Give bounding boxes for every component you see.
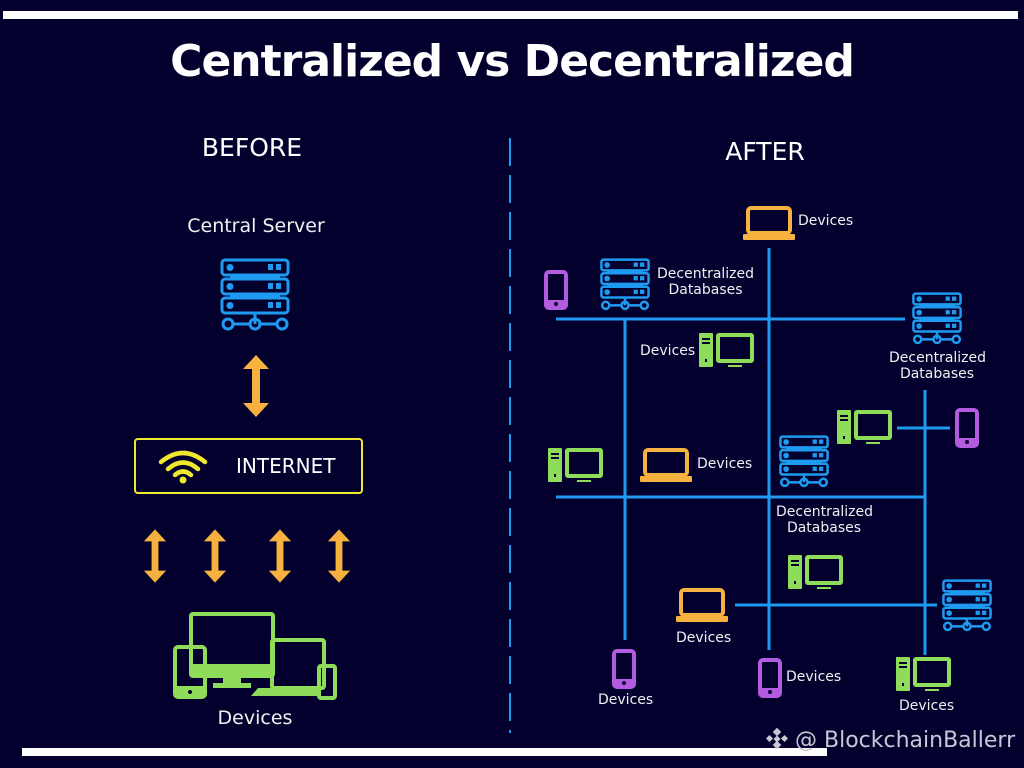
node-label-line2: Databases [786,520,862,536]
database-icon [912,292,962,345]
double-arrow-icon [143,529,167,583]
node-label: Devices [676,630,732,646]
phone-icon [612,649,636,689]
devices-icon [173,612,337,700]
double-arrow-icon [243,355,269,417]
node-label: Decentralized Databases [776,504,874,536]
node-label: Devices [899,698,955,714]
central-server-label: Central Server [187,215,325,237]
node-label: Decentralized Databases [889,350,987,382]
node-label: Devices [798,213,854,229]
before-heading: BEFORE [201,133,303,162]
phone-icon [955,408,979,448]
node-label-line2: Databases [899,366,975,382]
desktop-icon [699,333,754,367]
page-title: Centralized vs Decentralized [170,36,855,87]
desktop-icon [788,555,843,589]
internet-box: INTERNET [134,438,363,494]
node-label: Devices [697,456,753,472]
watermark-text: @ BlockchainBallerr [795,728,1016,753]
desktop-icon [837,410,892,444]
node-label: Decentralized Databases [657,266,754,298]
double-arrow-icon [203,529,227,583]
desktop-icon [548,448,603,482]
node-label-line1: Decentralized [776,504,874,520]
server-icon [220,258,290,331]
double-arrow-icon [327,529,351,583]
node-label: Devices [786,669,842,685]
top-border-bar [3,11,1018,19]
wifi-icon [158,450,208,484]
binance-logo-icon [765,727,789,750]
laptop-icon [676,588,728,622]
node-label: Devices [640,343,696,359]
phone-icon [758,658,782,698]
laptop-icon [640,448,692,482]
node-label-line1: Decentralized [889,350,987,366]
database-icon [600,258,650,311]
divider-dashed-line [509,138,511,733]
watermark: @ BlockchainBallerr [765,727,1016,753]
database-icon [942,579,992,632]
node-label: Devices [598,692,654,708]
devices-label: Devices [217,707,293,729]
double-arrow-icon [268,529,292,583]
desktop-icon [896,657,951,691]
bottom-border-bar [22,748,827,756]
after-heading: AFTER [725,137,805,166]
phone-icon [544,270,568,310]
node-label-line1: Decentralized [657,266,755,282]
laptop-icon [743,206,795,240]
internet-label: INTERNET [236,454,336,478]
database-icon [779,435,829,488]
node-label-line2: Databases [668,282,743,298]
